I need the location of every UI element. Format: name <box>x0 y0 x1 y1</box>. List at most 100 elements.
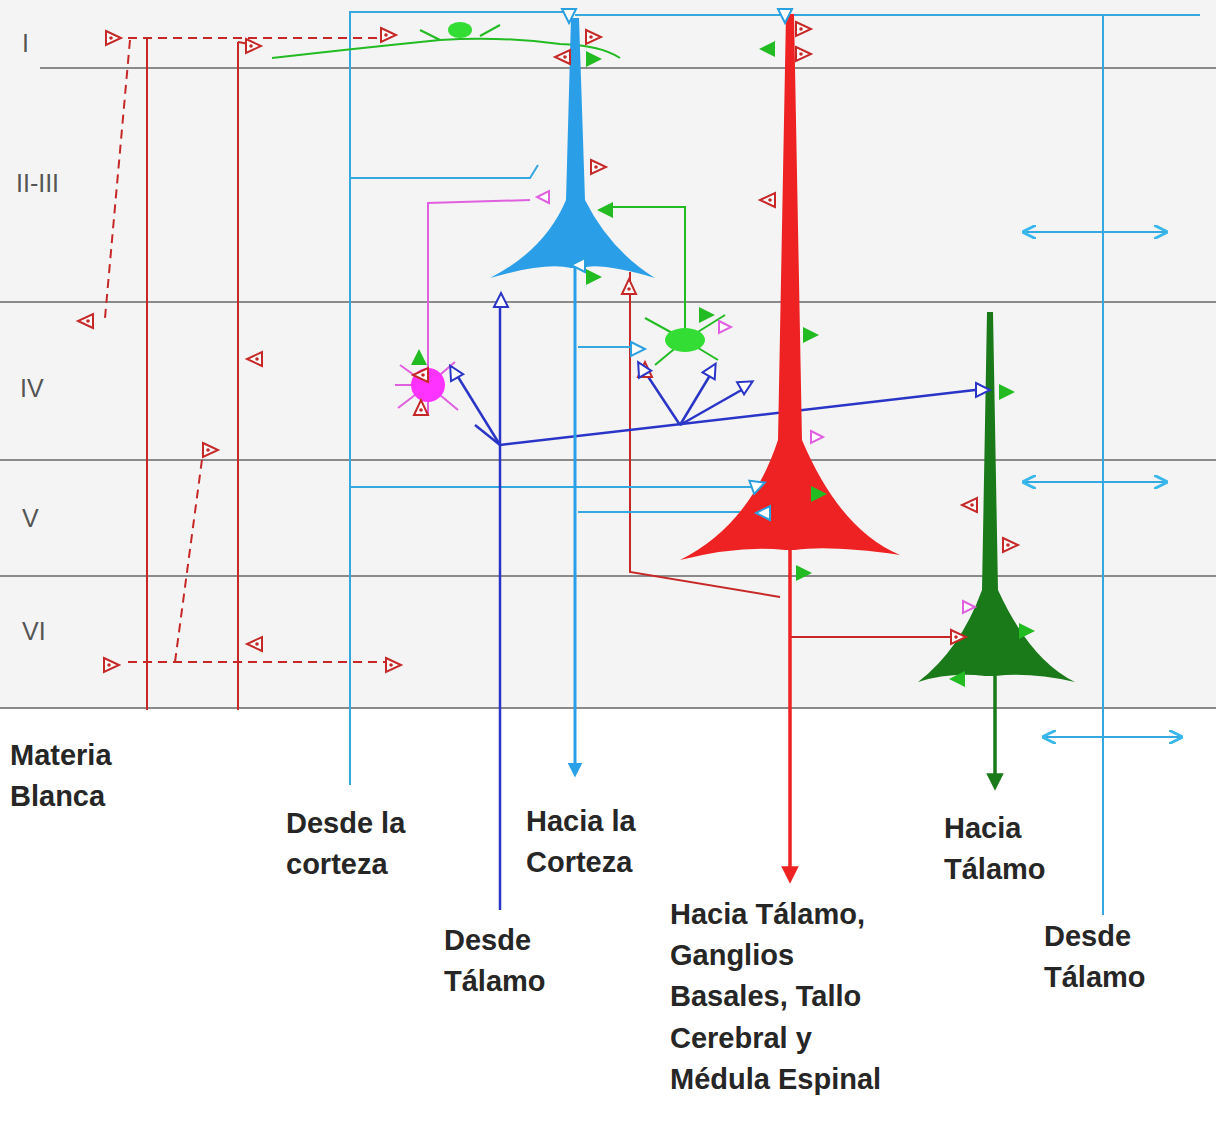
thalamic-afferent-part <box>500 390 975 445</box>
layer-bands-part-part <box>0 575 1216 577</box>
synapse-terminals-part <box>632 359 651 378</box>
projection-label: Hacia la Corteza <box>526 801 676 883</box>
synapse-terminals-part <box>591 160 606 174</box>
stellate-cell-part <box>411 368 445 402</box>
blue-pyramidal-neuron-part <box>490 18 655 278</box>
layer-bands-part-part <box>0 301 1216 303</box>
synapse-terminals-part <box>999 384 1015 400</box>
synapse-terminals-part <box>699 307 715 323</box>
thalamic-afferent-part <box>475 425 500 445</box>
synapse-terminals-part <box>811 486 827 502</box>
projection-label: Hacia Tálamo, Ganglios Basales, Tallo Ce… <box>670 894 908 1100</box>
cortical-afferent <box>350 12 1200 915</box>
synapse-terminals-part <box>247 352 262 366</box>
synapse-terminals-part <box>703 360 722 379</box>
layer-label: II-III <box>16 170 96 198</box>
projection-label: Hacia Tálamo <box>944 808 1074 890</box>
cortical-afferent-part <box>1025 231 1165 233</box>
stellate-cell-part <box>395 362 458 415</box>
green-interneurons-part <box>645 315 725 365</box>
synapse-terminals-part <box>719 321 731 333</box>
thalamic-afferent-part <box>455 372 500 445</box>
stellate-cell <box>395 200 530 415</box>
synapse-terminals-part <box>386 658 401 672</box>
synapse-terminals-part <box>247 637 262 651</box>
synapse-terminals-part <box>411 349 427 365</box>
synapse-terminals-part <box>962 498 977 512</box>
synapse-terminals-part <box>555 50 570 64</box>
synapse-terminals-part <box>494 293 508 307</box>
cortical-afferent-part <box>1025 481 1165 483</box>
synapse-terminals-part <box>586 51 602 67</box>
layer-bands-part-part <box>40 67 1216 69</box>
layer-label: I <box>22 30 62 58</box>
synapse-terminals-part <box>203 443 218 457</box>
green-pyramidal-neuron <box>918 312 1075 782</box>
projection-label: Desde la corteza <box>286 803 446 885</box>
synapse-terminals-part <box>571 258 585 272</box>
cortical-afferent-part <box>350 12 575 785</box>
synapse-terminals-part <box>796 22 811 36</box>
green-interneurons-part <box>665 328 705 352</box>
synapse-terminals-part <box>597 202 613 218</box>
synapse-terminals-part <box>586 30 601 44</box>
synapse-terminals-part <box>963 601 975 613</box>
synapse-terminals-part <box>622 279 636 294</box>
association-fibers-part <box>790 636 962 638</box>
synapse-terminals-part <box>951 630 966 644</box>
synapse-terminals-part <box>749 476 767 494</box>
red-pyramidal-neuron-part <box>680 14 900 560</box>
association-fibers-part <box>105 40 130 318</box>
cortical-afferent-part <box>350 486 760 488</box>
green-interneurons-part <box>448 22 472 38</box>
projection-label: Desde Tálamo <box>444 920 574 1002</box>
synapse-terminals-part <box>586 269 602 285</box>
layer-label: IV <box>20 375 70 403</box>
cortical-afferent-part <box>575 14 1200 16</box>
synapse-terminals-part <box>631 342 645 356</box>
green-pyramidal-neuron-part <box>918 312 1075 682</box>
layer-bands-part <box>0 0 1216 708</box>
synapse-terminals-part <box>756 506 770 520</box>
stellate-cell-part <box>428 200 530 370</box>
synapse-terminals-part <box>246 39 261 53</box>
synapse-terminals <box>78 9 1035 687</box>
layer-bands <box>0 0 1216 708</box>
projection-label: Desde Tálamo <box>1044 916 1184 998</box>
cortical-afferent-part <box>578 511 740 513</box>
synapse-terminals-part <box>537 191 549 203</box>
synapse-terminals-part <box>803 327 819 343</box>
layer-label: VI <box>22 618 62 646</box>
thalamic-afferent-part <box>680 388 745 425</box>
blue-pyramidal-neuron-part <box>574 265 577 770</box>
red-pyramidal-neuron-part <box>788 550 792 875</box>
synapse-terminals-part <box>759 41 775 57</box>
association-fibers-part <box>175 452 203 662</box>
synapse-terminals-part <box>1019 623 1035 639</box>
association-fibers-part <box>128 37 380 39</box>
synapse-terminals-part <box>106 31 121 45</box>
thalamic-afferent-part <box>499 302 502 910</box>
synapse-terminals-part <box>949 671 965 687</box>
region-label: Materia Blanca <box>10 735 160 817</box>
red-pyramidal-neuron <box>680 14 900 875</box>
cortical-afferent-part <box>1102 15 1104 915</box>
layer-bands-part-part <box>0 707 1216 709</box>
blue-pyramidal-neuron <box>490 18 655 770</box>
synapse-terminals-part <box>78 314 93 328</box>
layer-bands-part <box>0 68 1216 708</box>
synapse-terminals-part <box>976 383 990 397</box>
cortical-afferent-part <box>1045 736 1180 738</box>
synapse-terminals-part <box>796 47 811 61</box>
thalamic-afferent-part <box>645 372 680 425</box>
layer-bands-part-part <box>0 459 1216 461</box>
synapse-terminals-part <box>414 400 428 415</box>
thalamic-afferent <box>455 302 975 910</box>
layer-label: V <box>22 505 62 533</box>
synapse-terminals-part <box>444 362 463 381</box>
synapse-terminals-part <box>562 9 576 23</box>
synapse-terminals-part <box>811 431 823 443</box>
synapse-terminals-part <box>104 658 119 672</box>
